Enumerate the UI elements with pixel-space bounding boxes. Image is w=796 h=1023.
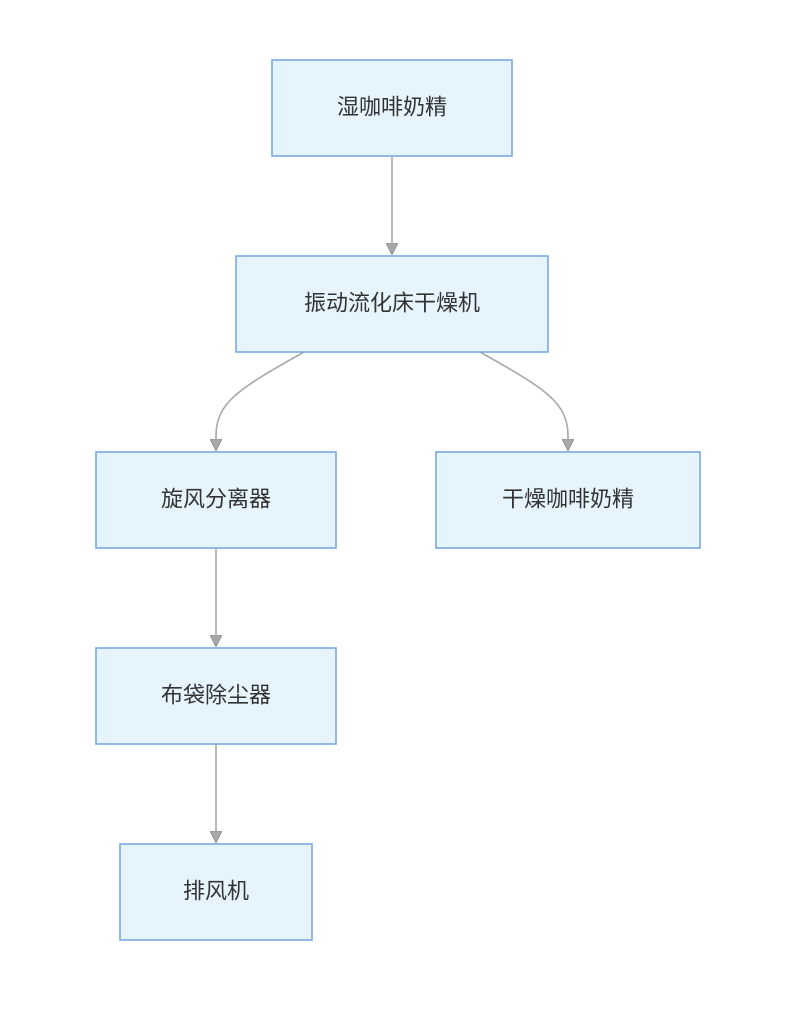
node-fluid-bed-dryer: 振动流化床干燥机 bbox=[235, 255, 549, 353]
node-cyclone-label: 旋风分离器 bbox=[161, 488, 271, 513]
node-cyclone: 旋风分离器 bbox=[95, 451, 337, 549]
node-dry-creamer-label: 干燥咖啡奶精 bbox=[502, 488, 634, 513]
node-exhaust-fan-label: 排风机 bbox=[183, 880, 249, 905]
node-exhaust-fan: 排风机 bbox=[119, 843, 313, 941]
node-dry-creamer: 干燥咖啡奶精 bbox=[435, 451, 701, 549]
edge-fluid-bed-dryer-to-cyclone bbox=[216, 351, 305, 450]
edges bbox=[216, 157, 568, 842]
node-fluid-bed-dryer-label: 振动流化床干燥机 bbox=[304, 292, 480, 317]
node-wet-creamer-label: 湿咖啡奶精 bbox=[337, 96, 447, 121]
node-bag-filter-label: 布袋除尘器 bbox=[161, 684, 271, 709]
node-bag-filter: 布袋除尘器 bbox=[95, 647, 337, 745]
edge-fluid-bed-dryer-to-dry-creamer bbox=[479, 351, 568, 450]
node-wet-creamer: 湿咖啡奶精 bbox=[271, 59, 513, 157]
